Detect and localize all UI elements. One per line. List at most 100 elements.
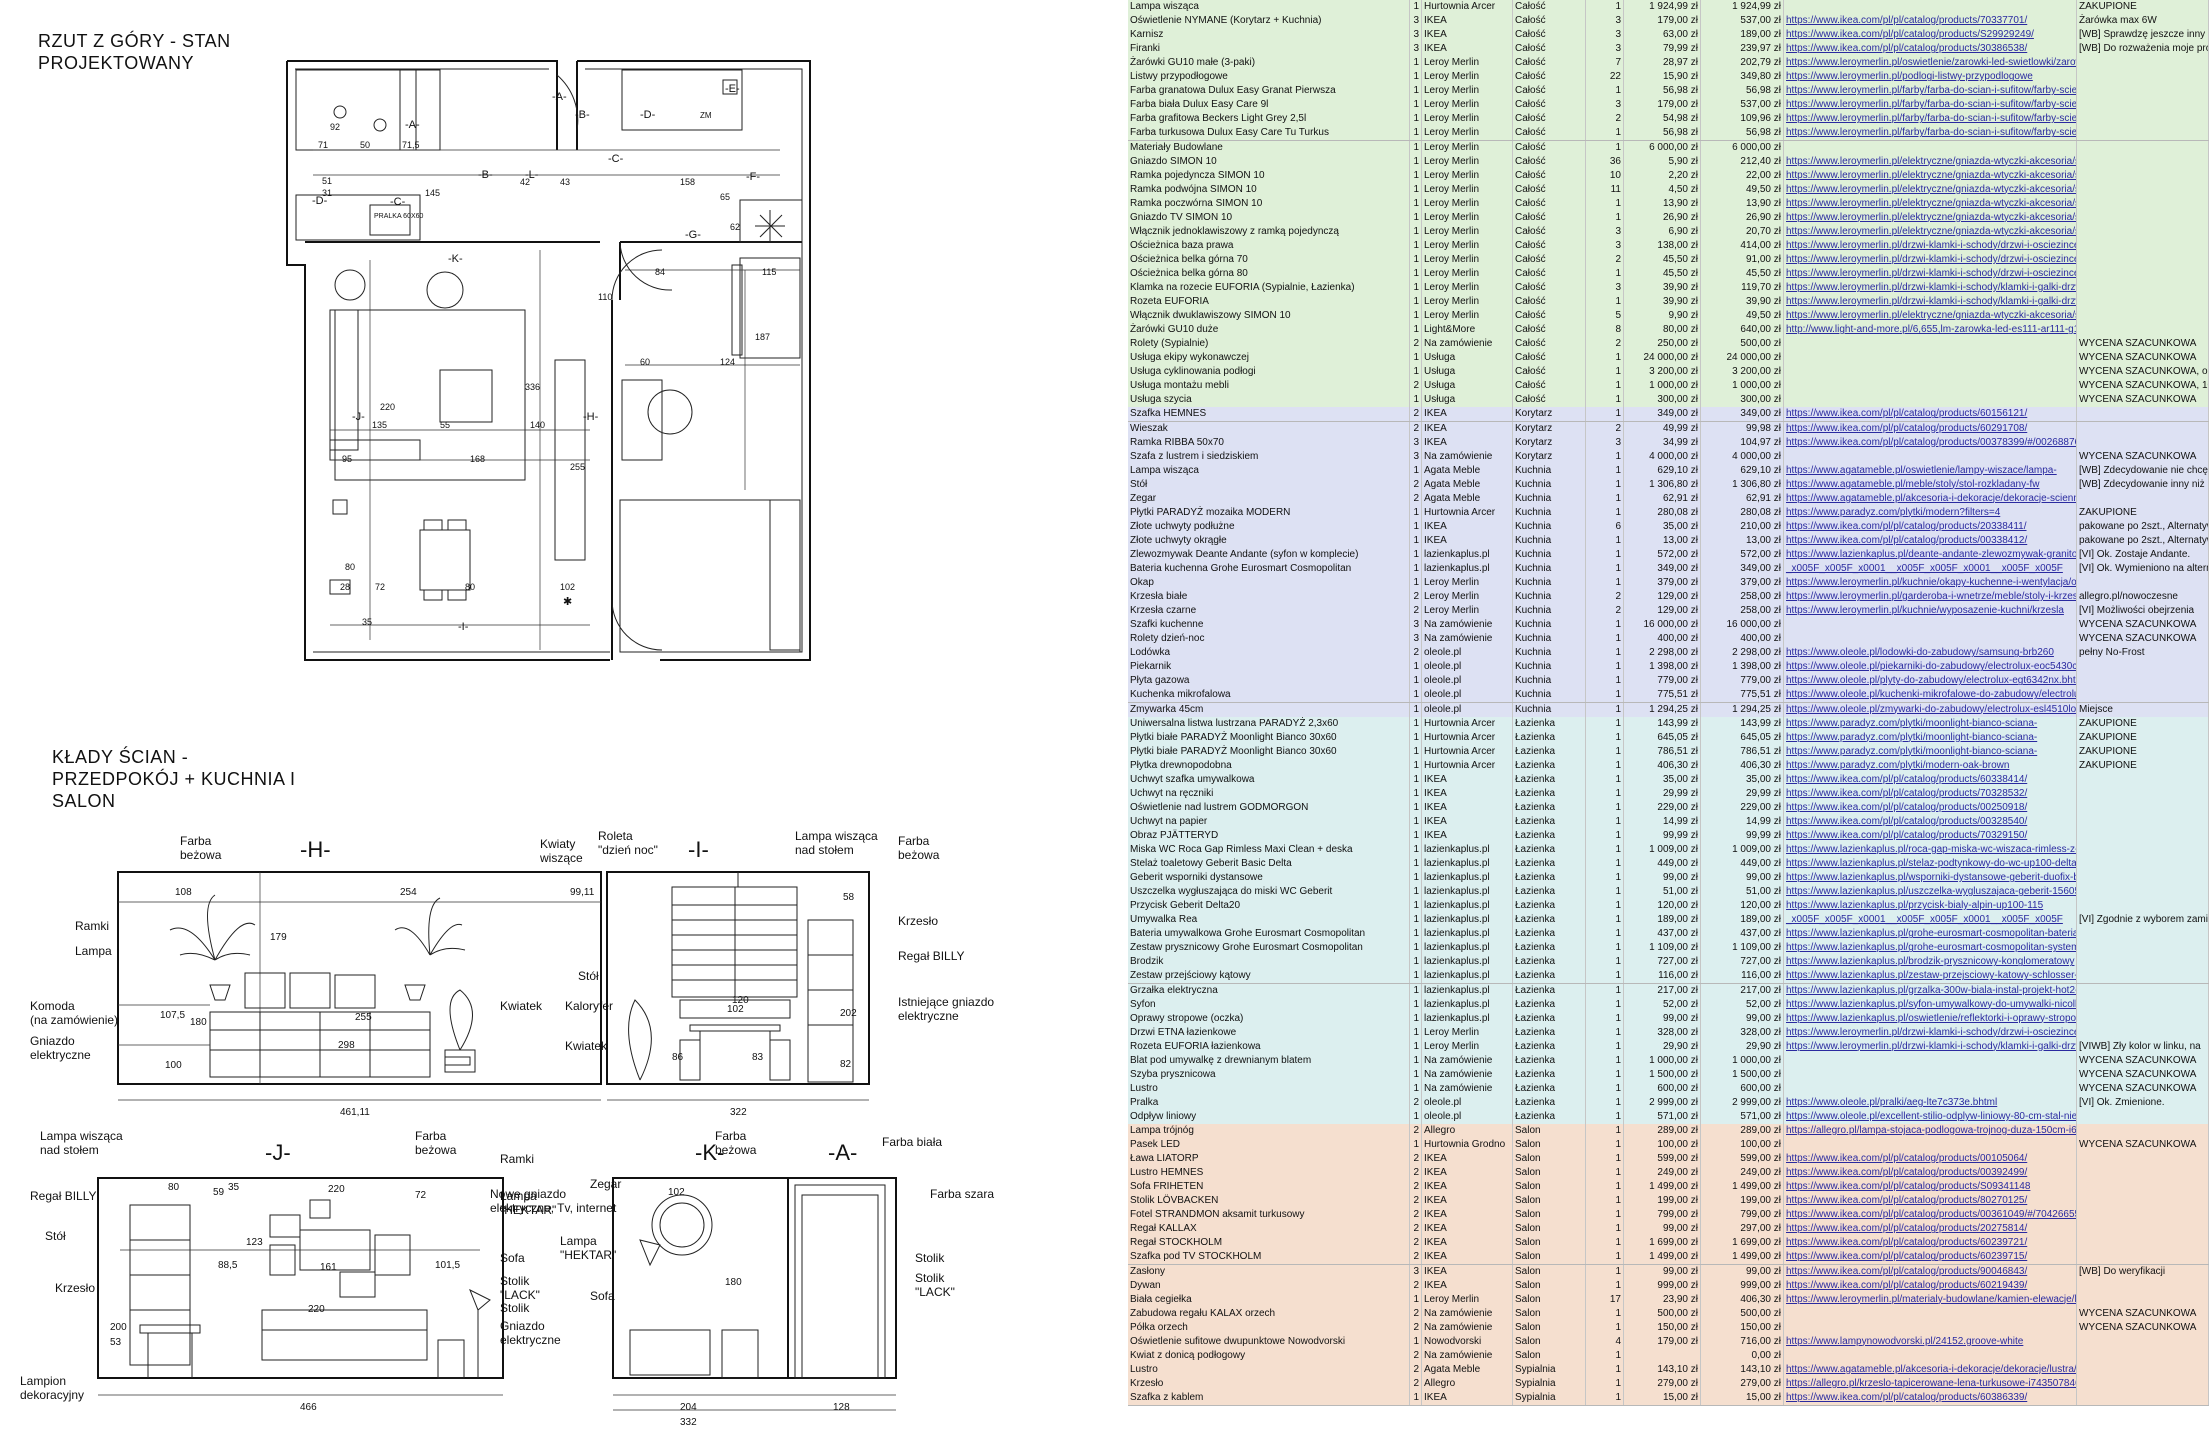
product-link-cell[interactable]: https://www.lazienkaplus.pl/przycisk-bia… bbox=[1784, 899, 2077, 914]
product-link-cell[interactable]: https://www.ikea.com/pl/pl/catalog/produ… bbox=[1784, 1278, 2077, 1293]
product-link-cell[interactable]: https://www.leroymerlin.pl/drzwi-klamki-… bbox=[1784, 238, 2077, 253]
product-link-cell[interactable]: https://www.leroymerlin.pl/elektryczne/g… bbox=[1786, 210, 2077, 225]
table-row[interactable]: Bateria kuchenna Grohe Eurosmart Cosmopo… bbox=[1128, 562, 2209, 577]
product-link-cell[interactable]: https://www.leroymerlin.pl/elektryczne/g… bbox=[1786, 182, 2077, 197]
table-row[interactable]: Uszczelka wygłuszająca do miski WC Geber… bbox=[1128, 885, 2209, 901]
product-link-cell[interactable]: https://www.leroymerlin.pl/materialy-bud… bbox=[1784, 1292, 2077, 1307]
product-link-cell[interactable]: https://www.lazienkaplus.pl/roca-gap-mis… bbox=[1784, 843, 2077, 857]
table-row[interactable]: Bateria umywalkowa Grohe Eurosmart Cosmo… bbox=[1128, 927, 2209, 943]
product-link-cell[interactable]: https://www.leroymerlin.pl/podlogi-listw… bbox=[1784, 70, 2077, 85]
product-link-cell[interactable]: https://www.ikea.com/pl/pl/catalog/produ… bbox=[1786, 1208, 2077, 1223]
product-link-cell[interactable]: https://www.leroymerlin.pl/kuchnie/wypos… bbox=[1784, 604, 2077, 619]
table-row[interactable]: Miska WC Roca Gap Rimless Maxi Clean + d… bbox=[1128, 843, 2209, 858]
table-row[interactable]: Farba turkusowa Dulux Easy Care Tu Turku… bbox=[1128, 126, 2209, 142]
product-link-cell[interactable]: https://www.lazienkaplus.pl/grohe-eurosm… bbox=[1784, 941, 2077, 956]
product-link-cell[interactable]: https://www.oleole.pl/excellent-stilio-o… bbox=[1786, 1109, 2077, 1124]
table-row[interactable]: Klamka na rozecie EUFORIA (Sypialnie, Ła… bbox=[1128, 281, 2209, 296]
product-link-cell[interactable]: https://www.ikea.com/pl/pl/catalog/produ… bbox=[1786, 435, 2077, 450]
product-link-cell[interactable]: https://www.ikea.com/pl/pl/catalog/produ… bbox=[1784, 533, 2077, 548]
product-link-cell[interactable]: https://www.leroymerlin.pl/farby/farba-d… bbox=[1786, 112, 2077, 127]
product-link-cell[interactable]: https://www.ikea.com/pl/pl/catalog/produ… bbox=[1784, 421, 2077, 436]
product-link-cell[interactable]: https://www.paradyz.com/plytki/moonlight… bbox=[1784, 716, 2077, 731]
product-link-cell[interactable]: https://www.lazienkaplus.pl/oswietlenie/… bbox=[1786, 1011, 2077, 1026]
product-link-cell[interactable]: https://www.ikea.com/pl/pl/catalog/produ… bbox=[1784, 519, 2077, 534]
table-row[interactable]: Uniwersalna listwa lustrzana PARADYŻ 2,3… bbox=[1128, 716, 2209, 732]
product-link-cell[interactable]: https://www.agatameble.pl/akcesoria-i-de… bbox=[1784, 491, 2077, 506]
product-link-cell[interactable]: https://www.ikea.com/pl/pl/catalog/produ… bbox=[1784, 1250, 2077, 1265]
product-link-cell[interactable]: https://www.ikea.com/pl/pl/catalog/produ… bbox=[1784, 14, 2077, 29]
product-link-cell[interactable]: https://www.ikea.com/pl/pl/catalog/produ… bbox=[1784, 786, 2077, 801]
product-link-cell[interactable]: https://www.ikea.com/pl/pl/catalog/produ… bbox=[1784, 1222, 2077, 1237]
product-link-cell[interactable]: https://www.oleole.pl/zmywarki-do-zabudo… bbox=[1786, 702, 2077, 717]
table-row[interactable]: Oświetlenie NYMANE (Korytarz + Kuchnia)3… bbox=[1128, 14, 2209, 30]
product-link-cell[interactable]: https://www.lazienkaplus.pl/brodzik-prys… bbox=[1784, 955, 2077, 970]
product-link-cell[interactable]: https://www.leroymerlin.pl/drzwi-klamki-… bbox=[1786, 1039, 2077, 1054]
product-link-cell[interactable]: https://www.ikea.com/pl/pl/catalog/produ… bbox=[1784, 1236, 2077, 1251]
product-link-cell[interactable]: https://allegro.pl/lampa-stojaca-podlogo… bbox=[1786, 1124, 2077, 1138]
product-link-cell[interactable]: https://www.leroymerlin.pl/elektryczne/g… bbox=[1786, 168, 2077, 183]
product-link-cell[interactable]: https://www.lazienkaplus.pl/grzalka-300w… bbox=[1786, 983, 2077, 998]
product-link-cell[interactable]: https://www.lazienkaplus.pl/stelaz-podty… bbox=[1786, 857, 2077, 872]
product-link-cell[interactable]: https://www.ikea.com/pl/pl/catalog/produ… bbox=[1784, 1152, 2077, 1167]
product-link-cell[interactable]: _x005F_x005F_x0001__x005F_x005F_x0001__x… bbox=[1784, 913, 2077, 928]
product-link-cell[interactable]: https://www.agatameble.pl/oswietlenie/la… bbox=[1784, 463, 2077, 478]
product-link-cell[interactable]: https://www.lampynowodvorski.pl/24152.gr… bbox=[1784, 1334, 2077, 1349]
table-row[interactable]: Płytki białe PARADYŻ Moonlight Bianco 30… bbox=[1128, 730, 2209, 746]
product-link-cell[interactable]: https://www.lazienkaplus.pl/deante-andan… bbox=[1786, 547, 2077, 562]
table-row[interactable]: Zestaw prysznicowy Grohe Eurosmart Cosmo… bbox=[1128, 941, 2209, 957]
product-link-cell[interactable]: https://www.leroymerlin.pl/elektryczne/g… bbox=[1786, 154, 2077, 169]
product-link-cell[interactable]: https://www.ikea.com/pl/pl/catalog/produ… bbox=[1784, 1194, 2077, 1209]
product-link-cell[interactable]: https://www.leroymerlin.pl/elektryczne/g… bbox=[1786, 309, 2077, 324]
